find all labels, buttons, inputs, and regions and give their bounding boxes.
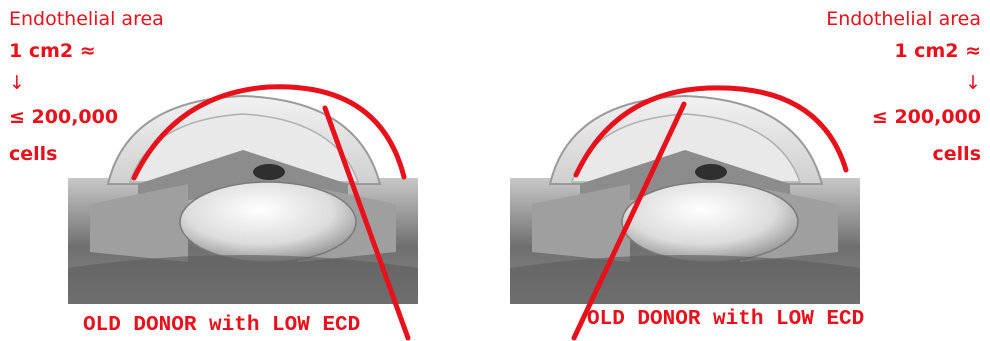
right-endothelium-arc [576,88,846,175]
left-incision-line [325,108,408,338]
left-endothelium-arc [134,87,404,178]
right-incision-line [574,104,684,338]
